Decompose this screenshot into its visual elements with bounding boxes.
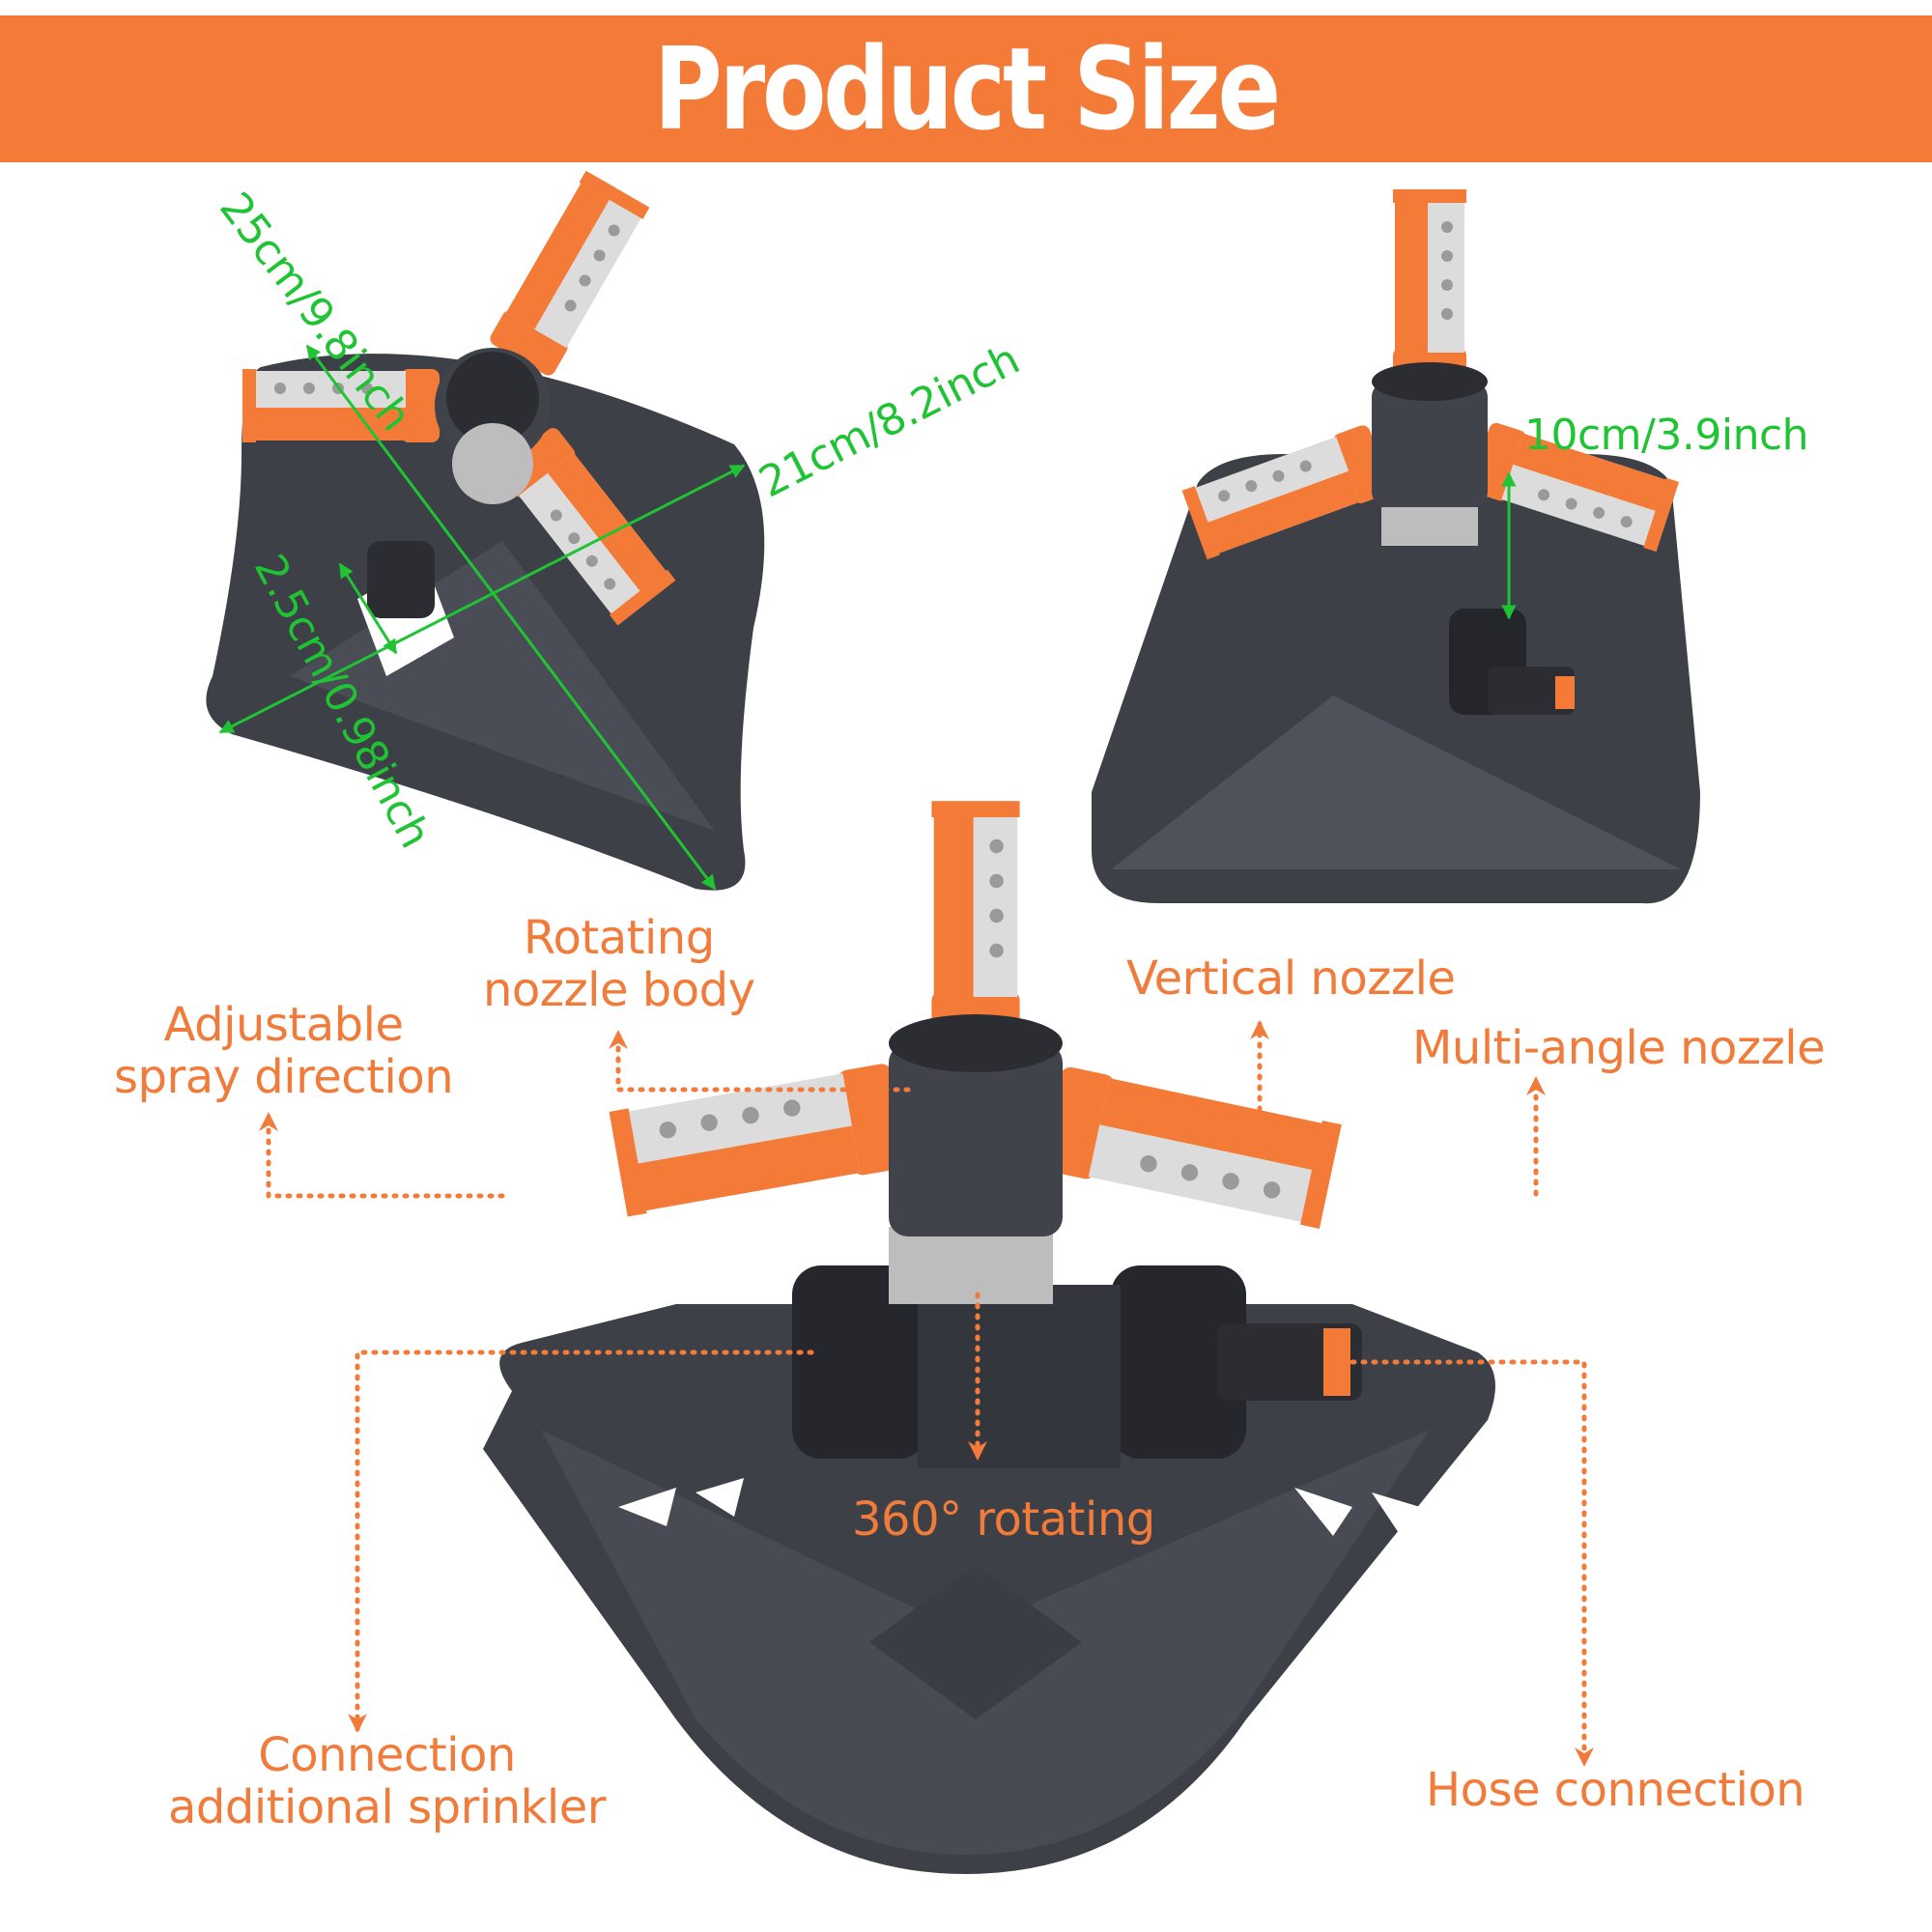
feature-leaders	[259, 1020, 1594, 1767]
label-connection-additional-sprinkler: Connection additional sprinkler	[168, 1728, 607, 1834]
label-vertical-nozzle: Vertical nozzle	[1126, 952, 1456, 1006]
label-hose-connection: Hose connection	[1426, 1763, 1805, 1817]
leader-adjustable-spray	[259, 1112, 505, 1199]
product-main-view	[483, 801, 1495, 1874]
leader-connection-additional	[348, 1350, 814, 1733]
banner-title: Product Size	[653, 22, 1281, 156]
dim-nozzle-height-label: 10cm/3.9inch	[1524, 411, 1809, 460]
height-arrow	[338, 562, 398, 655]
title-banner: Product Size	[0, 15, 1932, 162]
label-rotating-nozzle-body: Rotating nozzle body	[483, 911, 755, 1017]
leader-hose-connection	[1350, 1359, 1594, 1767]
leader-rotating-body	[609, 1030, 911, 1093]
label-360-rotating: 360° rotating	[852, 1492, 1155, 1547]
dimension-arrows	[218, 344, 1517, 891]
label-adjustable-spray-direction: Adjustable spray direction	[114, 998, 454, 1104]
label-multi-angle-nozzle: Multi-angle nozzle	[1412, 1021, 1826, 1075]
product-side-view	[1092, 189, 1700, 904]
width-arrow	[218, 464, 746, 734]
